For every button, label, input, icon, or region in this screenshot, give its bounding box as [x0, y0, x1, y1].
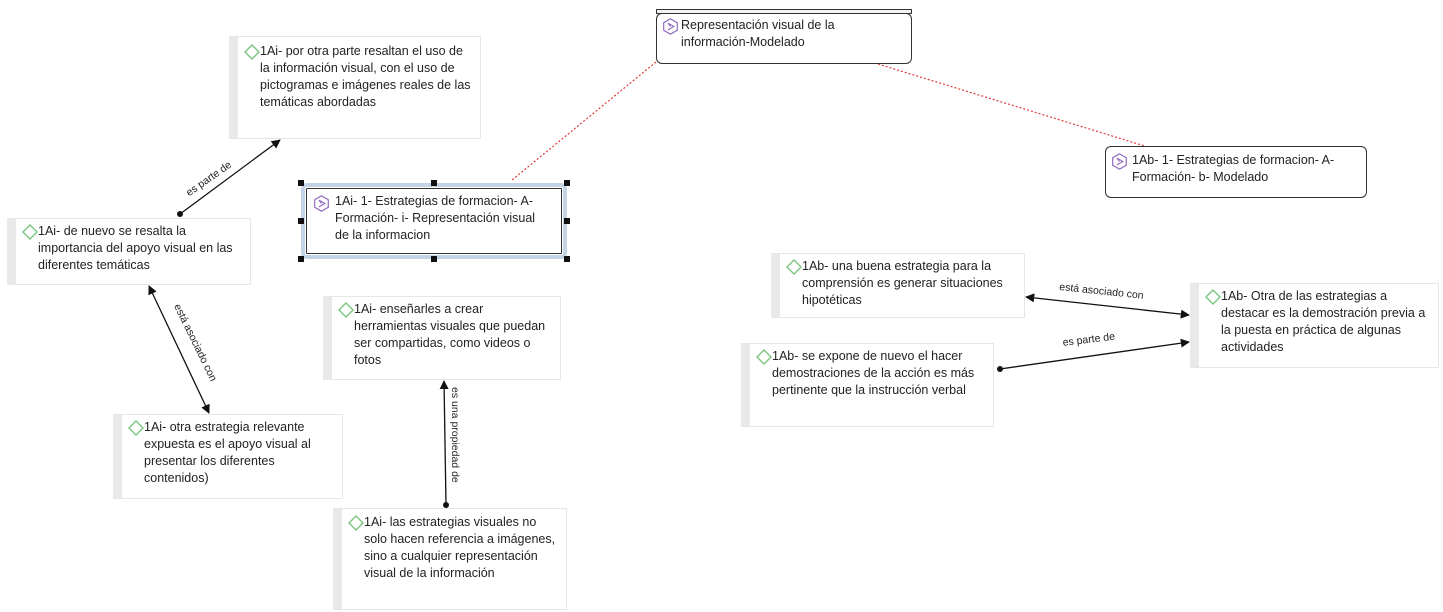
quote-node-estrategias-visuales[interactable]: 1Ai- las estrategias visuales no solo ha… [333, 508, 567, 610]
quote-text: 1Ai- otra estrategia relevante expuesta … [144, 420, 311, 485]
quote-text: 1Ai- por otra parte resaltan el uso de l… [260, 44, 471, 109]
code-label: 1Ab- 1- Estrategias de formacion- A- For… [1132, 153, 1335, 184]
link-es-una-propiedad-de [439, 380, 449, 506]
relation-label-es-una-propiedad-de: es una propiedad de [449, 387, 461, 483]
quote-node-ensenarles[interactable]: 1Ai- enseñarles a crear herramientas vis… [323, 296, 561, 380]
quote-icon [244, 44, 260, 60]
quote-node-por-otra-parte[interactable]: 1Ai- por otra parte resaltan el uso de l… [229, 36, 481, 139]
code-node-main[interactable]: Representación visual de la información-… [656, 13, 912, 64]
resize-handle-se[interactable] [564, 256, 570, 262]
resize-handle-w[interactable] [298, 218, 304, 224]
quote-node-de-nuevo[interactable]: 1Ai- de nuevo se resalta la importancia … [7, 218, 251, 285]
quote-node-se-expone[interactable]: 1Ab- se expone de nuevo el hacer demostr… [741, 343, 994, 427]
quote-icon [786, 259, 802, 275]
dashed-link-main-to-ab [877, 63, 1149, 148]
code-node-ab-strategy[interactable]: 1Ab- 1- Estrategias de formacion- A- For… [1105, 146, 1367, 198]
link-esta-asociado-con-2 [1025, 293, 1190, 319]
quote-icon [338, 302, 354, 318]
dashed-link-main-to-ai [511, 61, 657, 181]
resize-handle-ne[interactable] [564, 180, 570, 186]
link-origin-dot [177, 211, 183, 217]
link-origin-dot [997, 366, 1003, 372]
resize-handle-nw[interactable] [298, 180, 304, 186]
quote-icon [128, 420, 144, 436]
link-esta-asociado-con-1 [148, 285, 210, 414]
quote-text: 1Ab- se expone de nuevo el hacer demostr… [772, 349, 975, 397]
resize-handle-e[interactable] [564, 218, 570, 224]
resize-handle-sw[interactable] [298, 256, 304, 262]
code-label: 1Ai- 1- Estrategias de formacion- A- For… [335, 194, 536, 242]
main-code-title-bar [656, 9, 912, 14]
quote-text: 1Ai- las estrategias visuales no solo ha… [364, 515, 556, 580]
link-es-parte-de-1 [179, 139, 281, 215]
code-icon [663, 18, 678, 35]
quote-node-buena-estrategia[interactable]: 1Ab- una buena estrategia para la compre… [771, 253, 1025, 318]
quote-icon [348, 515, 364, 531]
resize-handle-s[interactable] [431, 256, 437, 262]
quote-icon [22, 224, 38, 240]
quote-node-otra-estrategia[interactable]: 1Ai- otra estrategia relevante expuesta … [113, 414, 343, 499]
link-origin-dot [443, 502, 449, 508]
quote-text: 1Ab- una buena estrategia para la compre… [802, 259, 1003, 307]
quote-text: 1Ai- enseñarles a crear herramientas vis… [354, 302, 546, 367]
resize-handle-n[interactable] [431, 180, 437, 186]
quote-icon [1205, 289, 1221, 305]
code-label: Representación visual de la información-… [681, 18, 835, 49]
code-icon [314, 195, 329, 212]
code-icon [1112, 153, 1127, 170]
link-es-parte-de-2 [999, 338, 1190, 370]
code-node-ai-strategy[interactable]: 1Ai- 1- Estrategias de formacion- A- For… [301, 183, 567, 259]
quote-text: 1Ai- de nuevo se resalta la importancia … [38, 224, 233, 272]
quote-text: 1Ab- Otra de las estrategias a destacar … [1221, 289, 1426, 354]
quote-node-otra-de-las[interactable]: 1Ab- Otra de las estrategias a destacar … [1190, 283, 1439, 368]
quote-icon [756, 349, 772, 365]
